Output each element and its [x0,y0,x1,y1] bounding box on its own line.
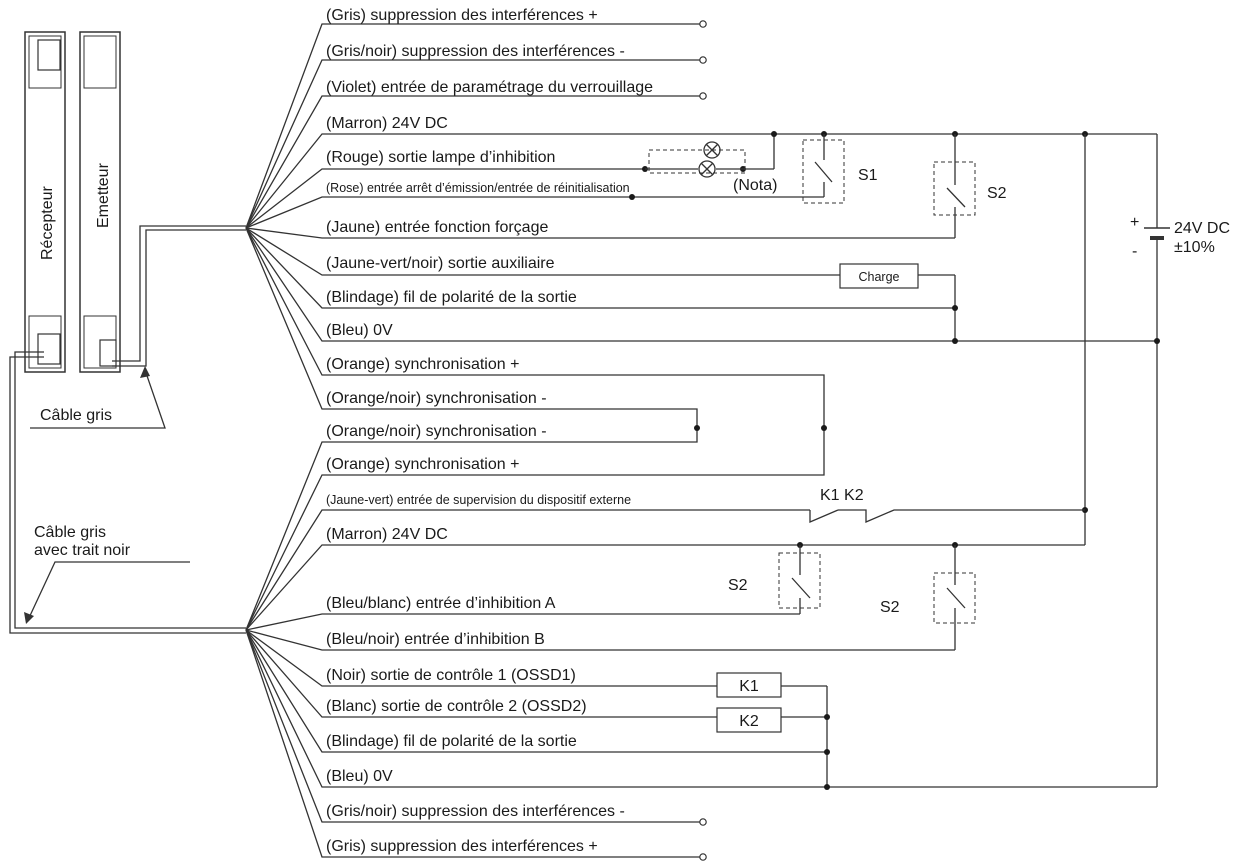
supply-tolerance: ±10% [1174,239,1215,256]
k1-label: K1 [739,678,759,695]
wire-label: (Orange) synchronisation + [326,456,519,473]
load-label: Charge [859,270,900,284]
wire-label: (Bleu) 0V [326,322,393,339]
wire-label: (Gris) suppression des interférences + [326,838,598,855]
nota-label: (Nota) [733,177,777,194]
receiver-label: Récepteur [39,186,56,260]
wire-label: (Orange/noir) synchronisation - [326,423,547,440]
supply-minus: - [1132,243,1137,260]
s2-top-label: S2 [987,185,1007,202]
wire-label: (Marron) 24V DC [326,526,448,543]
wire-label: (Jaune-vert) entrée de supervision du di… [326,493,631,507]
wire-label: (Bleu/noir) entrée d’inhibition B [326,631,545,648]
s2-b-switch: S2 [880,542,976,650]
supply-voltage: 24V DC [1174,220,1230,237]
wire-label: (Blindage) fil de polarité de la sortie [326,289,577,306]
emitter-unit: Emetteur [79,31,121,373]
muting-lamp-circuit: (Nota) [642,134,777,194]
lamp-icon [703,141,721,159]
sync-junction [694,425,700,431]
gray-cable-label: Câble gris [40,407,112,424]
receiver-unit: Récepteur [24,31,66,373]
wire-label: (Blanc) sortie de contrôle 2 (OSSD2) [326,698,587,715]
power-supply: + - 24V DC ±10% [1085,133,1230,787]
relay-coils: K1 K2 [716,672,830,790]
open-terminals [699,20,707,861]
wire-label: (Gris/noir) suppression des interférence… [326,43,625,60]
wire-label: (Bleu/blanc) entrée d’inhibition A [326,595,556,612]
receiver-cable [9,351,246,634]
receiver-fan [245,509,1157,858]
wire-label: (Rouge) sortie lampe d’inhibition [326,149,555,166]
emitter-fan [245,23,1157,631]
s2-b-label: S2 [880,599,900,616]
gray-black-cable-annotation: Câble gris avec trait noir [24,524,190,624]
s1-label: S1 [858,167,878,184]
wire-label: (Bleu) 0V [326,768,393,785]
gray-black-cable-label-2: avec trait noir [34,542,131,559]
wire-label: (Blindage) fil de polarité de la sortie [326,733,577,750]
supply-plus: + [1130,214,1139,231]
gray-black-cable-label-1: Câble gris [34,524,106,541]
s2-top-switch: S2 [933,131,1007,238]
emitter-label: Emetteur [95,162,112,228]
wire-label: (Jaune) entrée fonction forçage [326,219,548,236]
sync-junction [821,425,827,431]
wire-label: (Orange) synchronisation + [326,356,519,373]
emitter-wire-labels: (Gris) suppression des interférences + (… [326,7,653,407]
wire-label: (Gris) suppression des interférences + [326,7,598,24]
wire-label: (Gris/noir) suppression des interférence… [326,803,625,820]
s1-switch: S1 [629,131,878,204]
load-block: Charge [839,263,958,344]
emitter-cable [112,225,246,367]
wire-label: (Orange/noir) synchronisation - [326,390,547,407]
receiver-wire-labels: (Orange/noir) synchronisation - (Orange)… [326,423,631,855]
k1k2-label: K1 K2 [820,487,864,504]
k1-k2-contacts: K1 K2 [809,487,1085,523]
wire-label: (Noir) sortie de contrôle 1 (OSSD1) [326,667,576,684]
gray-cable-annotation: Câble gris [30,366,166,429]
wire-label: (Jaune-vert/noir) sortie auxiliaire [326,255,555,272]
wire-label: (Marron) 24V DC [326,115,448,132]
k2-label: K2 [739,713,759,730]
wire-label: (Violet) entrée de paramétrage du verrou… [326,79,653,96]
wire-label: (Rose) entrée arrêt d’émission/entrée de… [326,181,630,195]
s2-a-switch: S2 [728,542,821,614]
lamp-icon [698,160,716,178]
s2-a-label: S2 [728,577,748,594]
